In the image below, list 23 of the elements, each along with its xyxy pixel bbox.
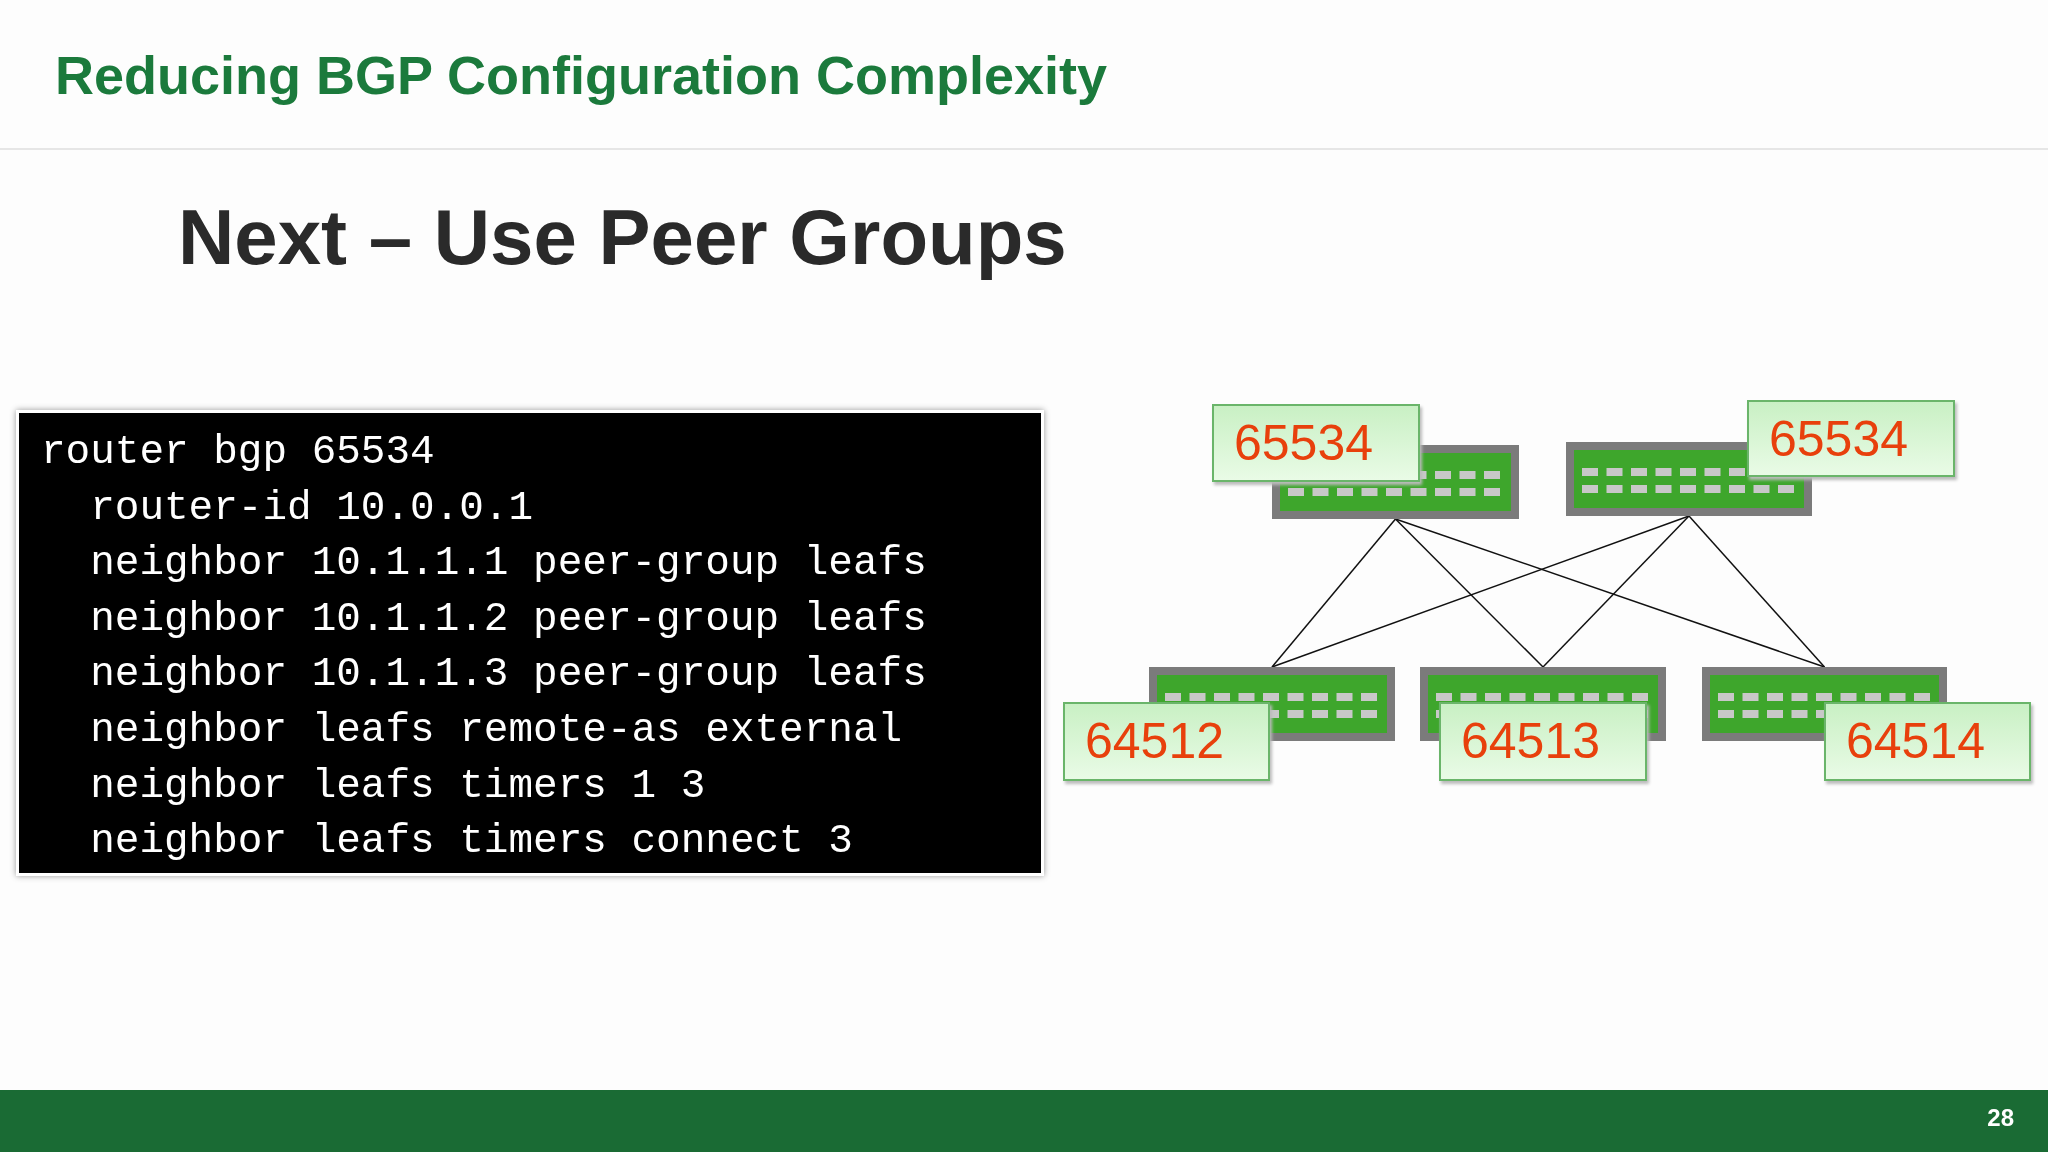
page-number: 28 [1987,1104,2014,1132]
as-number-label: 64514 [1824,702,2031,781]
as-number-label: 65534 [1747,400,1955,477]
code-line: router bgp 65534 [41,428,435,477]
as-number-label: 64512 [1063,702,1270,781]
code-line: neighbor 10.1.1.2 peer-group leafs [89,594,927,644]
as-number-label: 64513 [1439,702,1647,781]
link-line [1394,518,1544,668]
code-line: neighbor leafs timers 1 3 [89,761,706,811]
code-line: router-id 10.0.0.1 [89,483,534,533]
link-line [1688,515,1826,668]
link-line [1542,515,1690,668]
slide-subtitle: Next – Use Peer Groups [178,192,1067,283]
code-line: neighbor 10.1.1.3 peer-group leafs [89,650,927,700]
code-line: neighbor 10.1.1.1 peer-group leafs [89,539,927,589]
link-line [1394,518,1826,668]
link-line [1271,515,1690,668]
link-line [1271,518,1397,668]
code-line: neighbor leafs timers connect 3 [89,817,853,867]
code-block [16,410,1044,876]
code-line: neighbor leafs remote-as external [89,705,903,755]
as-number-label: 65534 [1212,404,1420,482]
slide-title: Reducing BGP Configuration Complexity [55,44,1108,106]
